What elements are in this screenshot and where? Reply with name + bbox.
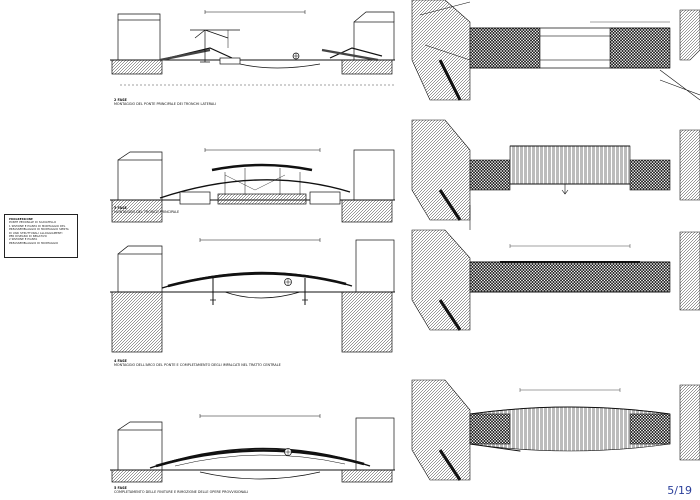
phase-caption: 3 FASE MONTAGGIO DEL TRONCO PRINCIPALE bbox=[114, 206, 179, 214]
plan-phase-1 bbox=[411, 0, 700, 101]
plan-phase-2 bbox=[411, 119, 700, 230]
plan-phase-4 bbox=[411, 379, 700, 481]
phase-caption: 2 FASE MONTAGGIO DEL PONTE PRINCIPALE DE… bbox=[114, 98, 216, 106]
phase-title: 2 FASE bbox=[114, 98, 127, 102]
section-phase-2 bbox=[110, 148, 395, 223]
section-phase-4 bbox=[110, 414, 395, 483]
phase-description: MONTAGGIO DEL TRONCO PRINCIPALE bbox=[114, 210, 180, 214]
legend-line: DI VARI STRUTTURALI ALLOGGIAMENTI bbox=[9, 231, 63, 235]
legend-line: PREASSEMBLAGGIO DI MONTAGGIO bbox=[9, 241, 59, 245]
legend-box: PROGRESSIONE PONTE PEDONALE DI SCAVATELL… bbox=[4, 214, 78, 258]
page-number: 5/19 bbox=[667, 484, 692, 497]
section-phase-3 bbox=[110, 238, 395, 353]
phase-title: 3 FASE bbox=[114, 206, 127, 210]
section-phase-1 bbox=[110, 10, 395, 86]
legend-line: PONTE PEDONALE DI SCAVATELLO bbox=[9, 221, 57, 225]
phase-description: COMPLETAMENTO DELLE FINITURE E RIMOZIONE… bbox=[114, 490, 249, 494]
phase-description: MONTAGGIO DELL'ARCO DEL PONTE E COMPLETA… bbox=[114, 363, 281, 367]
phase-title: 5 FASE bbox=[114, 486, 127, 490]
phase-title: 4 FASE bbox=[114, 359, 127, 363]
phase-caption: 4 FASE MONTAGGIO DELL'ARCO DEL PONTE E C… bbox=[114, 359, 281, 367]
legend-line: PER DISEGNO DI NEGATIVO bbox=[9, 235, 47, 239]
legend-title: PROGRESSIONE bbox=[9, 218, 33, 221]
phase-caption: 5 FASE COMPLETAMENTO DELLE FINITURE E RI… bbox=[114, 486, 248, 494]
phase-description: MONTAGGIO DEL PONTE PRINCIPALE DEI TRONC… bbox=[114, 102, 217, 106]
plan-phase-3 bbox=[411, 229, 700, 331]
legend-line: PREASSEMBLAGGIO DI MONTAGGIO SPINTA bbox=[9, 228, 69, 232]
legend-line: 2 SEZIONE E PIANTA bbox=[9, 238, 38, 242]
legend-line: 1 SEZIONE E PIANTA DI MONTAGGIO DEL bbox=[9, 224, 66, 228]
